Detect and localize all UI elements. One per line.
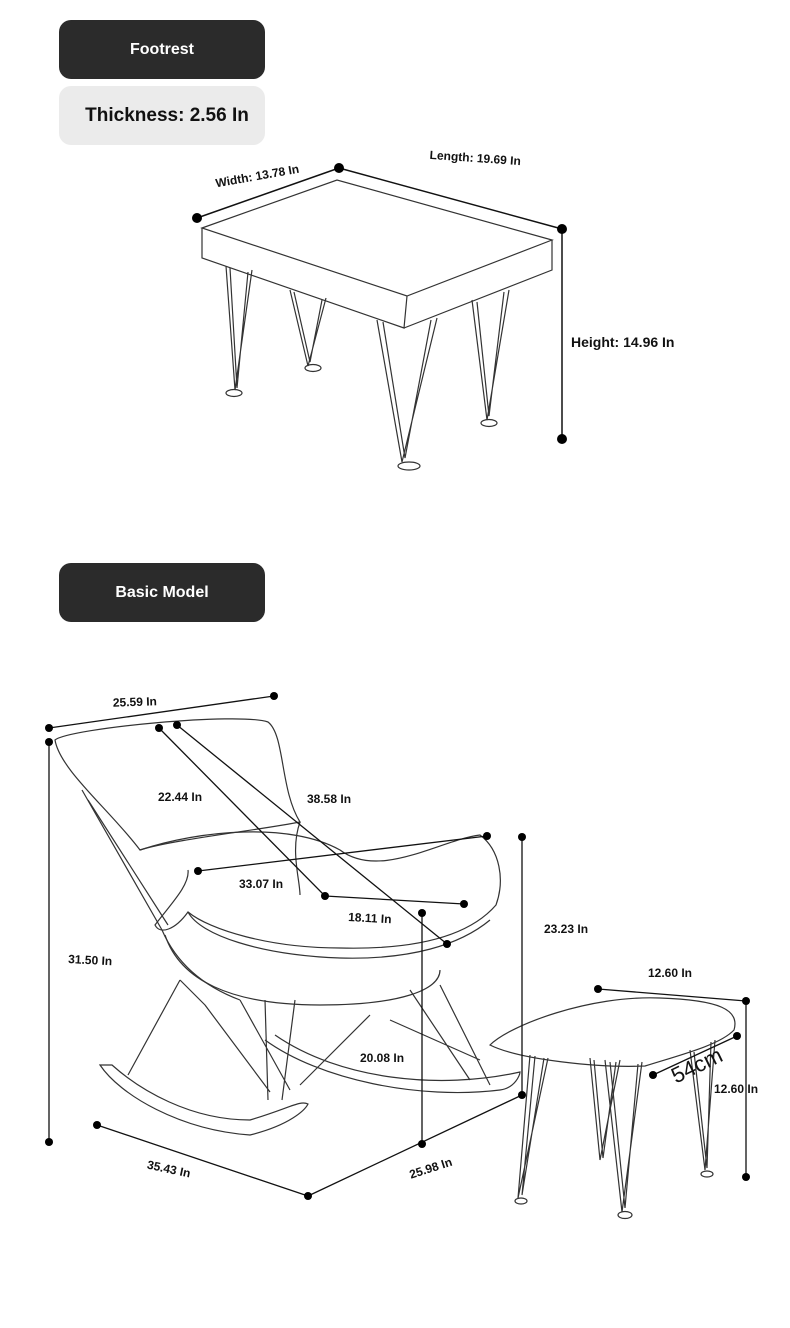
chair-base-width-label: 25.98 In [408, 1155, 454, 1182]
thickness-badge: Thickness: 2.56 In [59, 86, 265, 145]
chair-back-diagonal-label: 38.58 In [307, 792, 351, 806]
chair-armrest-label: 18.11 In [348, 910, 392, 926]
chair-dimension-dots [45, 692, 750, 1200]
basic-model-title-text: Basic Model [115, 583, 209, 601]
footrest-length-label: Length: 19.69 In [429, 148, 521, 168]
chair-seat-width-label: 33.07 In [239, 877, 283, 891]
chair-seat-height-label: 20.08 In [360, 1051, 404, 1065]
chair-dimension-lines [48, 695, 747, 1197]
footrest-title-text: Footrest [130, 40, 194, 58]
ottoman-top-label: 12.60 In [648, 966, 692, 980]
ottoman-side-label: 12.60 In [714, 1082, 758, 1096]
footrest-dimension-dots [192, 163, 567, 444]
footrest-diagram: Width: 13.78 In Length: 19.69 In Height:… [192, 148, 674, 471]
footrest-title: Footrest [59, 20, 265, 79]
basic-model-title: Basic Model [59, 563, 265, 622]
chair-top-width-label: 25.59 In [113, 694, 157, 710]
chair-base-length-label: 35.43 In [146, 1158, 192, 1181]
chair-total-height-label: 31.50 In [68, 952, 113, 968]
basic-model-diagram: 25.59 In 22.44 In 38.58 In 33.07 In 18.1… [45, 692, 758, 1220]
chair-drawing [54, 718, 736, 1220]
footrest-height-label: Height: 14.96 In [571, 334, 674, 350]
chair-arm-height-label: 23.23 In [544, 922, 588, 936]
footrest-drawing [200, 179, 554, 471]
thickness-text: Thickness: 2.56 In [85, 104, 249, 126]
footrest-dimension-lines [196, 167, 563, 439]
chair-seat-depth-label: 22.44 In [158, 790, 202, 804]
